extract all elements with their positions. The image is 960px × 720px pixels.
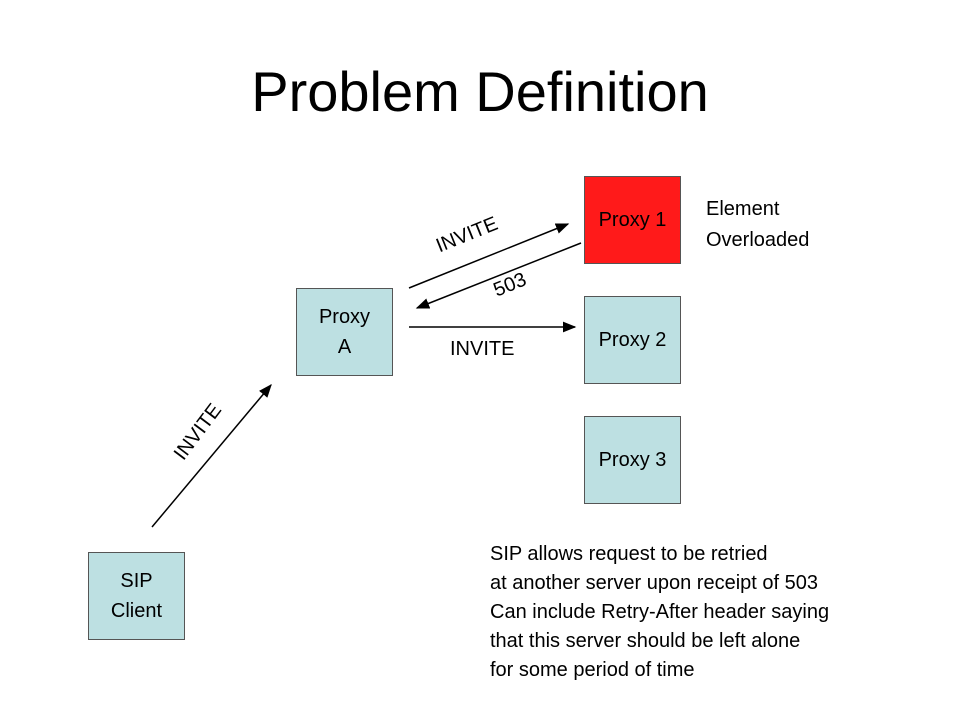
- explanation-line-3: Can include Retry-After header saying: [490, 601, 830, 623]
- edge-proxy-a-to-proxy-1: [408, 223, 570, 289]
- proxy-1-label: Proxy 1: [598, 209, 667, 231]
- sip-client-node: SIP Client: [88, 552, 185, 640]
- proxy-3-node: Proxy 3: [584, 416, 681, 504]
- proxy-a-label-line-2: A: [337, 336, 352, 358]
- proxy-2-node: Proxy 2: [584, 296, 681, 384]
- status-note-line-2: Overloaded: [706, 229, 810, 251]
- proxy-a-node: Proxy A: [296, 288, 393, 376]
- proxy-2-label: Proxy 2: [598, 329, 667, 351]
- status-note-line-1: Element: [706, 198, 780, 220]
- proxy-3-label: Proxy 3: [598, 449, 667, 471]
- edge-client-to-proxy-a: [151, 383, 272, 528]
- explanation-line-1: SIP allows request to be retried: [490, 543, 768, 565]
- proxy-1-node: Proxy 1: [584, 176, 681, 264]
- slide-title: Problem Definition: [251, 60, 709, 123]
- sip-client-label-line-1: SIP: [120, 570, 153, 592]
- sip-client-label-line-2: Client: [110, 600, 163, 622]
- edge-label-proxy2-invite: INVITE: [450, 338, 515, 360]
- explanation-line-4: that this server should be left alone: [490, 630, 801, 652]
- proxy-a-label-line-1: Proxy: [318, 306, 371, 328]
- explanation-line-2: at another server upon receipt of 503: [490, 572, 818, 594]
- overload-status-note: Element Overloaded: [706, 194, 809, 256]
- edge-proxy-1-to-proxy-a: [415, 242, 582, 309]
- explanation-line-5: for some period of time: [490, 659, 695, 681]
- explanation-text: SIP allows request to be retried at anot…: [490, 540, 829, 685]
